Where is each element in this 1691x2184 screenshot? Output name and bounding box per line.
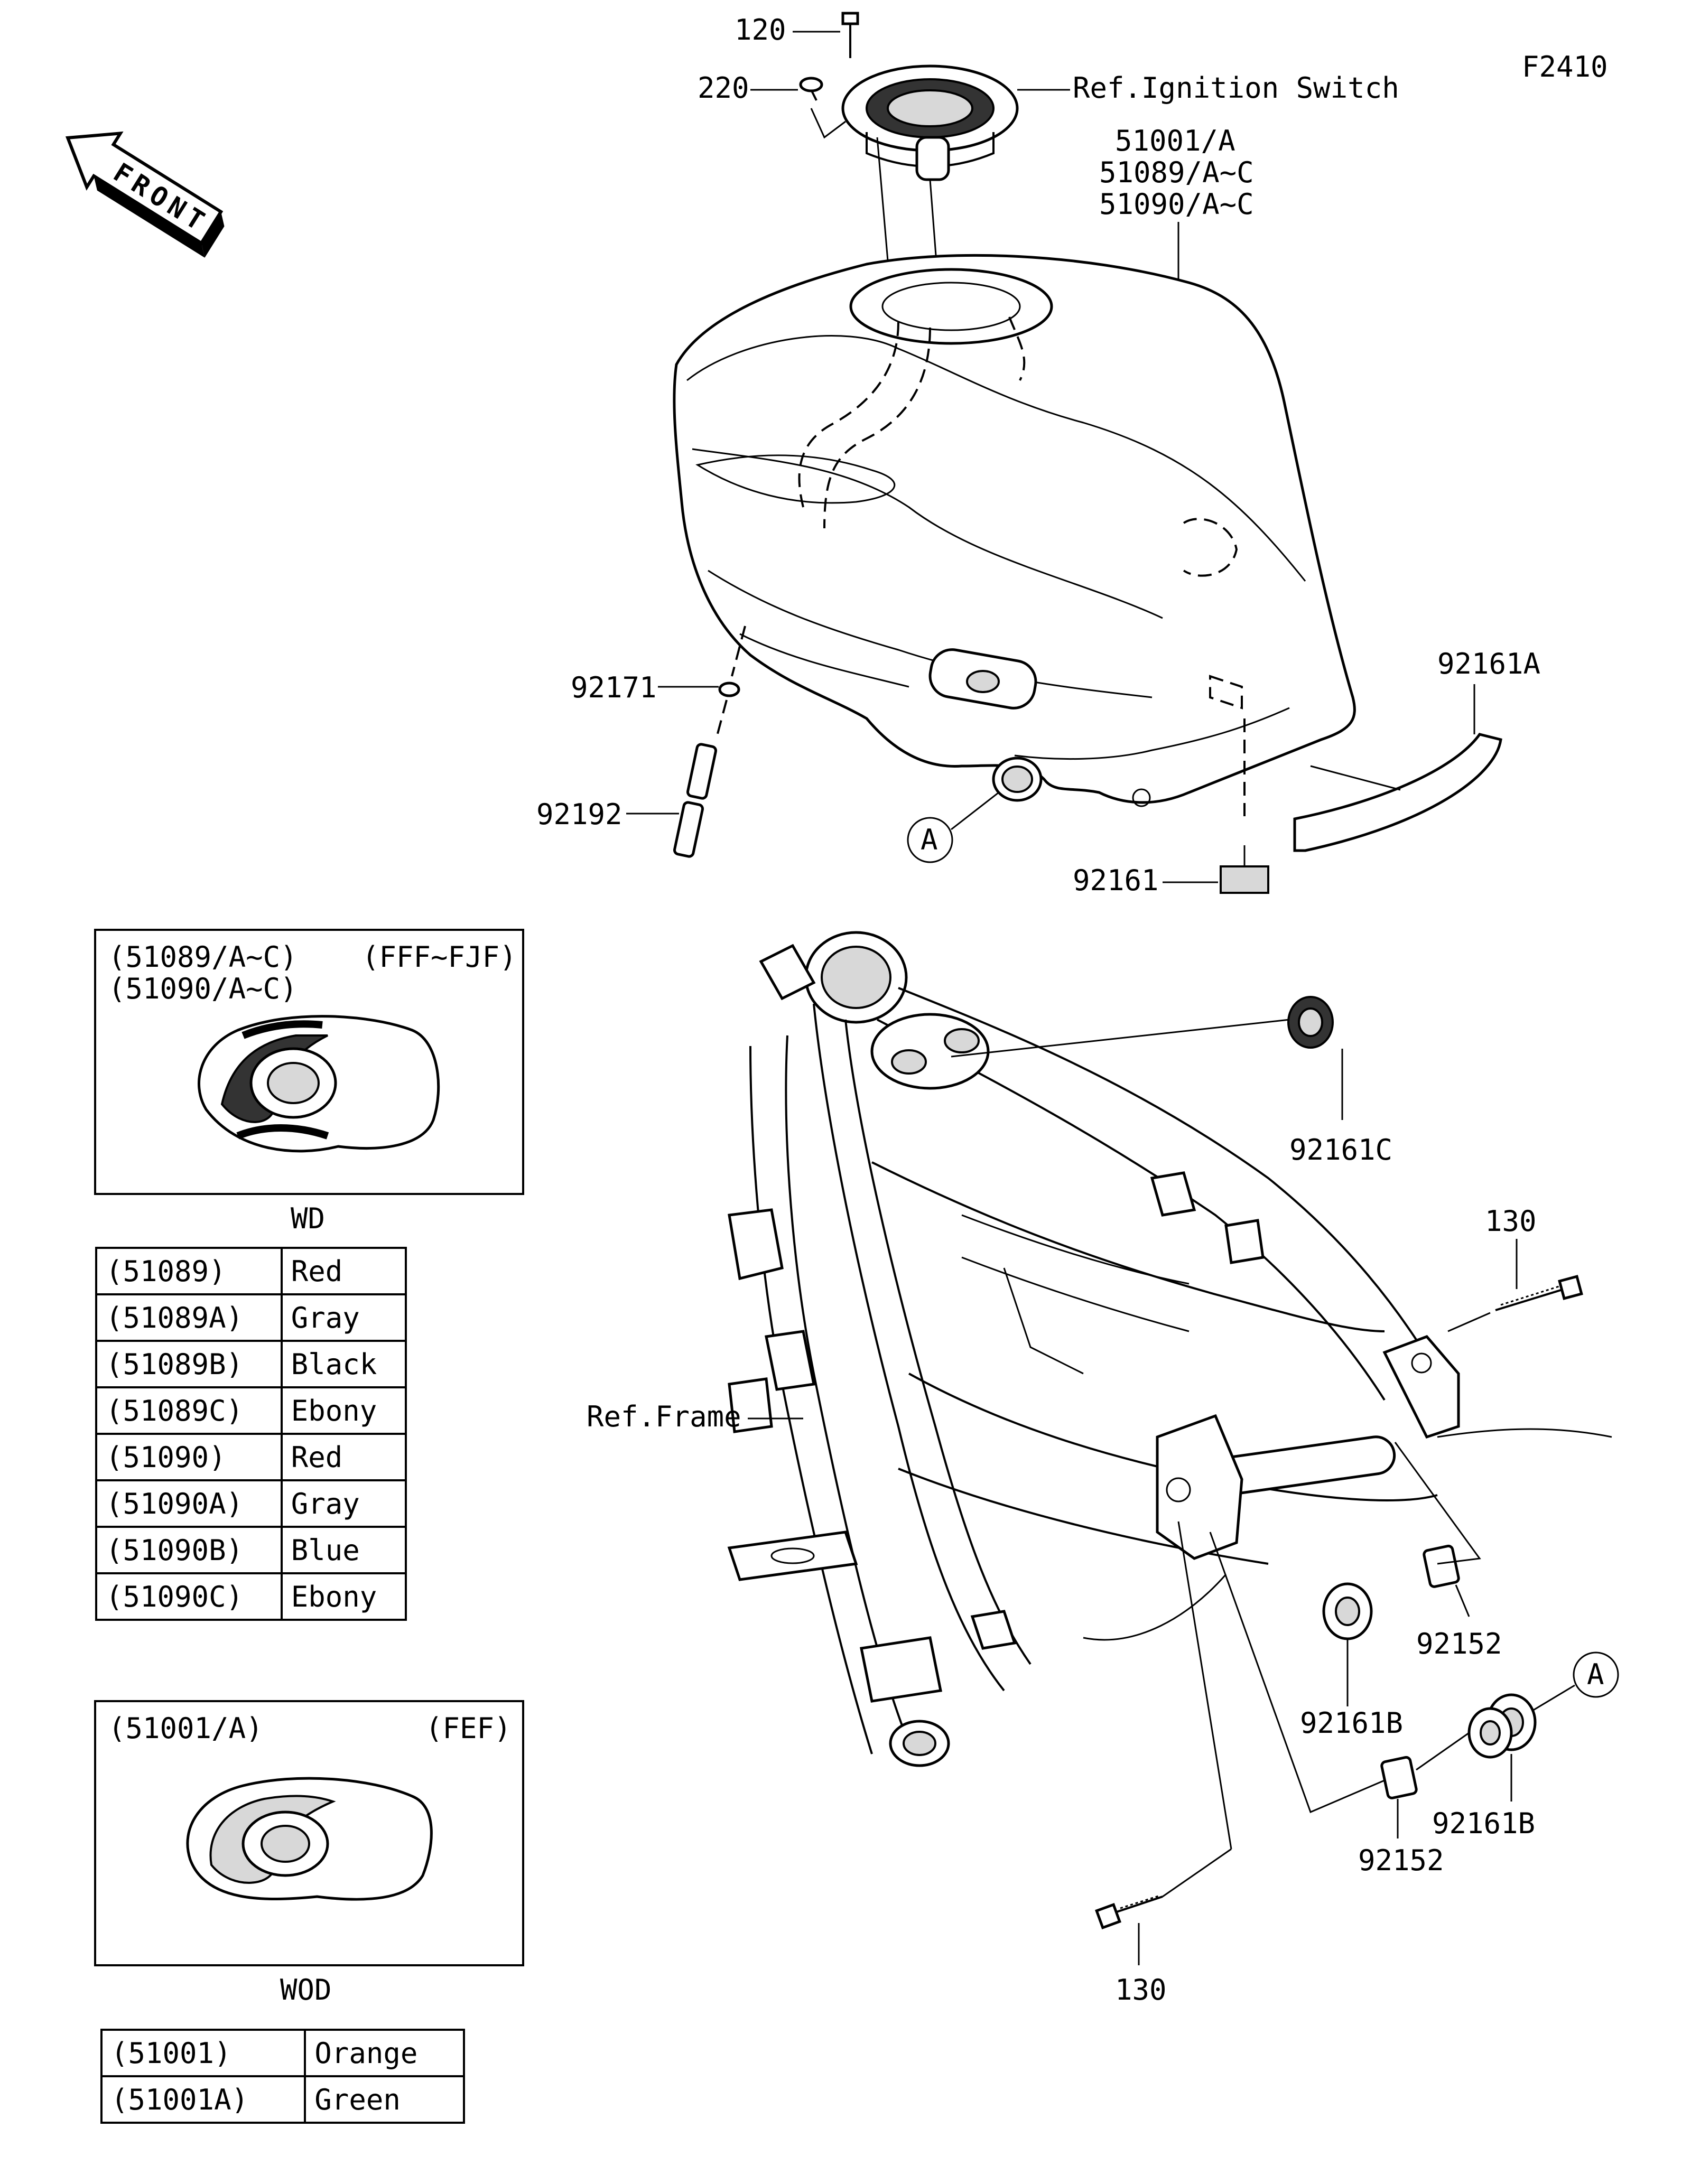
tank-part-a: 51001/A [1115,124,1235,157]
wd-tank-thumbnail [198,1015,440,1153]
part-number: (51089A) [95,1293,283,1342]
ref-frame: Ref.Frame [587,1400,741,1433]
part-number: (51090) [95,1433,283,1481]
wd-inset-box [94,929,524,1195]
table-row: (51001)Orange [100,2029,465,2077]
part-number: (51089C) [95,1386,283,1435]
color-name: Black [280,1340,407,1388]
color-name: Green [304,2075,465,2124]
tank-part-b: 51089/A~C [1099,156,1254,189]
color-table-wod: (51001)Orange (51001A)Green [100,2029,465,2124]
hose-92192 [673,743,718,858]
color-name: Red [280,1247,407,1295]
color-name: Ebony [280,1572,407,1621]
grommet-92161C [1287,996,1334,1049]
callout-92152-a: 92152 [1416,1627,1502,1660]
callout-120: 120 [735,13,786,46]
wd-box-caption: WD [291,1202,326,1235]
part-number: (51001) [100,2029,306,2077]
table-row: (51089B)Black [95,1340,407,1388]
callout-92161A: 92161A [1437,647,1540,680]
color-name: Gray [280,1479,407,1528]
table-row: (51090A)Gray [95,1479,407,1528]
screw-220 [799,77,823,101]
part-number: (51001A) [100,2075,306,2124]
circle-a-label-2: A [1587,1658,1604,1691]
frame [727,931,1612,1767]
reference-circle-a-2 [1573,1651,1619,1698]
clip-92171 [718,682,740,697]
callout-92152-b: 92152 [1358,1844,1444,1877]
diagram-code: F2410 [1522,50,1608,83]
wod-box-line1: (51001/A) [108,1712,263,1745]
table-row: (51090B)Blue [95,1526,407,1574]
wd-box-line2: (51090/A~C) [108,972,298,1005]
bolt-130-bottom [1095,1521,1232,1929]
table-row: (51090C)Ebony [95,1572,407,1621]
collar-92152-b [1380,1756,1418,1799]
callout-92161C: 92161C [1289,1133,1392,1166]
color-name: Red [280,1433,407,1481]
fuel-cap-assembly [841,64,1019,181]
callout-220: 220 [698,71,749,105]
color-name: Blue [280,1526,407,1574]
wd-box-line1: (51089/A~C) [108,940,298,974]
wod-tank-thumbnail [186,1777,433,1901]
table-row: (51089)Red [95,1247,407,1295]
callout-130-bottom: 130 [1115,1973,1167,2006]
wod-box-caption: WOD [280,1973,332,2006]
part-number: (51089) [95,1247,283,1295]
tank-part-c: 51090/A~C [1099,188,1254,221]
collar-92152-a [1423,1544,1460,1588]
reference-circle-a [907,817,953,863]
table-row: (51090)Red [95,1433,407,1481]
part-number: (51090C) [95,1572,283,1621]
fuel-tank [673,254,1356,807]
color-name: Gray [280,1293,407,1342]
part-number: (51090B) [95,1526,283,1574]
wod-inset-box [94,1700,524,1966]
table-row: (51089C)Ebony [95,1386,407,1435]
ref-ignition-switch: Ref.Ignition Switch [1073,71,1399,105]
callout-92161B-a: 92161B [1300,1706,1403,1740]
part-number: (51090A) [95,1479,283,1528]
front-arrow-icon: FRONT [65,131,225,258]
callout-130-top: 130 [1485,1205,1537,1238]
circle-a-label-1: A [921,823,938,856]
grommet-92161B-a [1322,1582,1373,1640]
callout-92161B-b: 92161B [1432,1807,1535,1840]
bolt-130-top [1495,1275,1583,1311]
color-table-wd: (51089)Red (51089A)Gray (51089B)Black (5… [95,1247,407,1621]
table-row: (51001A)Green [100,2075,465,2124]
grommet-92161B-b [1467,1693,1537,1759]
color-name: Orange [304,2029,465,2077]
screw-120 [841,12,859,58]
tank-pad-92161A [1293,733,1502,852]
part-number: (51089B) [95,1340,283,1388]
wod-box-code: (FEF) [425,1712,512,1745]
callout-92161: 92161 [1073,864,1159,897]
callout-92171: 92171 [571,671,657,704]
color-name: Ebony [280,1386,407,1435]
table-row: (51089A)Gray [95,1293,407,1342]
pad-92161 [1220,845,1269,894]
callout-92192: 92192 [536,798,622,831]
wd-box-code: (FFF~FJF) [362,940,517,974]
